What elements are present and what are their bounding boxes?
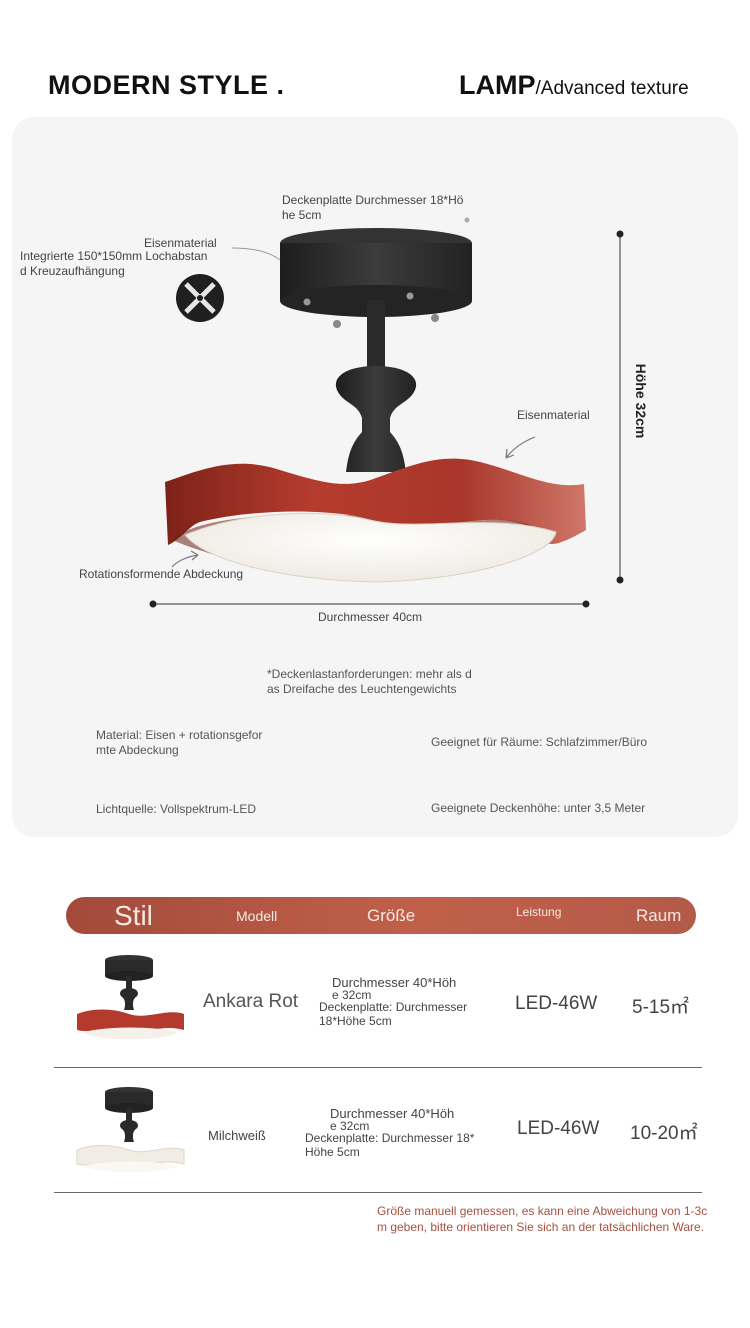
header-room: Raum (636, 906, 682, 925)
cross-mount-icon (176, 274, 224, 322)
canopy (280, 228, 472, 328)
canopy-note: Deckenplatte Durchmesser 18*Hö he 5cm (282, 193, 463, 223)
cover-label: Rotationsformende Abdeckung (79, 567, 244, 581)
thumbnail-red-lamp (77, 955, 184, 1040)
row2-size-line2: e 32cm (330, 1119, 370, 1133)
row1-size-line3: Deckenplatte: Durchmesser (319, 1000, 468, 1014)
page-title: MODERN STYLE . (48, 70, 285, 100)
row2-size-line3: Deckenplatte: Durchmesser 18* (305, 1131, 475, 1145)
header-size: Größe (367, 906, 416, 925)
thumbnail-white-lamp (76, 1087, 185, 1172)
spec-material-line1: Material: Eisen + rotationsgefor (96, 728, 263, 742)
row1-room: 5-15㎡ (632, 997, 690, 1018)
row2-room: 10-20㎡ (630, 1123, 698, 1144)
spec-material-line2: mte Abdeckung (96, 743, 179, 757)
row2-size-line4: Höhe 5cm (305, 1145, 360, 1159)
row2-power: LED-46W (517, 1118, 600, 1139)
measurement-footnote: Größe manuell gemessen, es kann eine Abw… (377, 1203, 727, 1235)
header-style: Stil (114, 900, 153, 931)
cross-mount-note: Integrierte 150*150mm Lochabstan d Kreuz… (20, 249, 207, 279)
row1-size-line1: Durchmesser 40*Höh (332, 975, 457, 990)
canopy-note-line2: he 5cm (282, 208, 322, 222)
spec-material: Material: Eisen + rotationsgefor mte Abd… (96, 728, 262, 758)
ceiling-load-line1: *Deckenlastanforderungen: mehr als d (267, 667, 472, 681)
spec-ceiling-height: Geeignete Deckenhöhe: unter 3,5 Meter (431, 801, 646, 815)
row1-power: LED-46W (515, 993, 598, 1014)
row1-size-line4: 18*Höhe 5cm (319, 1014, 392, 1028)
cross-mount-line1: Integrierte 150*150mm Lochabstan (20, 249, 208, 263)
spec-rooms: Geeignet für Räume: Schlafzimmer/Büro (431, 735, 648, 749)
stem (335, 300, 417, 472)
subtitle-texture: /Advanced texture (535, 78, 689, 99)
row-divider (54, 1192, 702, 1193)
ceiling-load-line2: as Dreifache des Leuchtengewichts (267, 682, 457, 696)
row1-size: Durchmesser 40*Höh e 32cm Deckenplatte: … (319, 975, 499, 1029)
canopy-note-line1: Deckenplatte Durchmesser 18*Hö (282, 193, 464, 207)
diffuser (184, 512, 557, 583)
table-header: Stil Modell Größe Leistung Raum (66, 897, 696, 934)
iron-right-pointer (505, 436, 536, 459)
row2-size-line1: Durchmesser 40*Höh (330, 1106, 455, 1121)
height-label: Höhe 32cm (633, 363, 649, 439)
footnote-line1: Größe manuell gemessen, es kann eine Abw… (377, 1204, 708, 1218)
lamp-diagram (149, 217, 624, 608)
iron-material-right-label: Eisenmaterial (517, 408, 590, 422)
subtitle-lamp: LAMP (459, 70, 536, 100)
row-divider (54, 1067, 702, 1068)
header-model: Modell (236, 908, 278, 924)
ceiling-load-note: *Deckenlastanforderungen: mehr als d as … (267, 667, 472, 697)
row2-size: Durchmesser 40*Höh e 32cm Deckenplatte: … (305, 1106, 505, 1160)
row1-size-line2: e 32cm (332, 988, 372, 1002)
iron-top-pointer (231, 247, 281, 261)
page-subtitle: LAMP/Advanced texture (459, 70, 689, 101)
footnote-line2: m geben, bitte orientieren Sie sich an d… (377, 1220, 705, 1234)
spec-light-source: Lichtquelle: Vollspektrum-LED (96, 802, 257, 816)
row1-model: Ankara Rot (203, 991, 299, 1012)
row2-model: Milchweiß (208, 1128, 266, 1143)
iron-material-top-label: Eisenmaterial (144, 236, 217, 250)
cover-pointer (171, 554, 199, 568)
diameter-label: Durchmesser 40cm (318, 610, 423, 624)
header-power: Leistung (516, 905, 562, 919)
cross-mount-line2: d Kreuzaufhängung (20, 264, 125, 278)
